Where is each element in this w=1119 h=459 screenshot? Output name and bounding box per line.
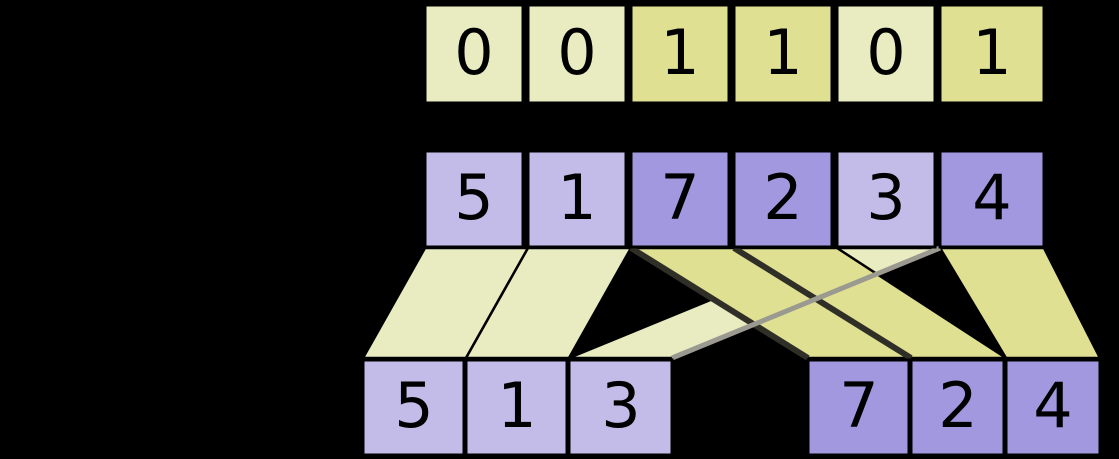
flag-cell-0[interactable]: 0 xyxy=(423,3,525,105)
input-cell-0-box[interactable] xyxy=(423,149,525,249)
input-cell-5-box[interactable] xyxy=(938,149,1046,249)
input-cell-1[interactable]: 1 xyxy=(526,149,628,249)
flag-cell-5-box[interactable] xyxy=(938,3,1046,105)
ribbon-edge-7-upper xyxy=(629,245,810,361)
flag-cell-4-label: 0 xyxy=(866,16,905,89)
input-cell-5[interactable]: 4 xyxy=(938,149,1046,249)
flag-cell-1[interactable]: 0 xyxy=(526,3,628,105)
output-value-row: 5 1 3 7 2 xyxy=(361,358,1102,457)
flag-cell-4[interactable]: 0 xyxy=(835,3,937,105)
output-left-group: 5 1 3 xyxy=(361,358,674,457)
output-cell-1[interactable]: 1 xyxy=(464,358,569,457)
output-cell-5-box[interactable] xyxy=(1004,358,1102,457)
output-cell-2[interactable]: 3 xyxy=(567,358,674,457)
output-cell-4[interactable]: 2 xyxy=(909,358,1006,457)
input-cell-1-box[interactable] xyxy=(526,149,628,249)
output-cell-3-box[interactable] xyxy=(806,358,911,457)
flag-cell-1-box[interactable] xyxy=(526,3,628,105)
input-cell-1-label: 1 xyxy=(557,161,596,234)
output-cell-2-box[interactable] xyxy=(567,358,674,457)
flag-cell-4-box[interactable] xyxy=(835,3,937,105)
output-cell-3[interactable]: 7 xyxy=(806,358,911,457)
input-cell-3[interactable]: 2 xyxy=(732,149,834,249)
output-cell-3-label: 7 xyxy=(839,369,878,442)
output-cell-1-label: 1 xyxy=(497,369,536,442)
output-cell-1-box[interactable] xyxy=(464,358,569,457)
output-cell-0-box[interactable] xyxy=(361,358,466,457)
flag-cell-5[interactable]: 1 xyxy=(938,3,1046,105)
input-value-row: 5 1 7 2 3 4 xyxy=(423,149,1046,249)
flag-cell-3[interactable]: 1 xyxy=(732,3,834,105)
flag-cell-3-box[interactable] xyxy=(732,3,834,105)
input-cell-3-label: 2 xyxy=(763,161,802,234)
input-cell-0-label: 5 xyxy=(454,161,493,234)
input-cell-4-label: 3 xyxy=(866,161,905,234)
flag-cell-5-label: 1 xyxy=(972,16,1011,89)
input-cell-2-label: 7 xyxy=(660,161,699,234)
input-cell-5-label: 4 xyxy=(972,161,1011,234)
flag-cell-2[interactable]: 1 xyxy=(629,3,731,105)
flag-cell-3-label: 1 xyxy=(763,16,802,89)
output-cell-0-label: 5 xyxy=(394,369,433,442)
flag-cell-2-label: 1 xyxy=(660,16,699,89)
output-cell-0[interactable]: 5 xyxy=(361,358,466,457)
flag-cell-0-box[interactable] xyxy=(423,3,525,105)
output-cell-5-label: 4 xyxy=(1033,369,1072,442)
flag-cell-1-label: 0 xyxy=(557,16,596,89)
ribbon-edge-3-lower xyxy=(671,245,941,361)
input-cell-0[interactable]: 5 xyxy=(423,149,525,249)
output-cell-4-label: 2 xyxy=(938,369,977,442)
input-cell-3-box[interactable] xyxy=(732,149,834,249)
flag-cell-2-box[interactable] xyxy=(629,3,731,105)
flag-array-row: 0 0 1 1 0 1 xyxy=(423,3,1046,105)
output-cell-2-label: 3 xyxy=(601,369,640,442)
flag-cell-0-label: 0 xyxy=(454,16,493,89)
output-right-group: 7 2 4 xyxy=(806,358,1102,457)
input-cell-4[interactable]: 3 xyxy=(835,149,937,249)
input-cell-4-box[interactable] xyxy=(835,149,937,249)
input-cell-2-box[interactable] xyxy=(629,149,731,249)
routing-band xyxy=(360,245,1103,361)
input-cell-2[interactable]: 7 xyxy=(629,149,731,249)
output-cell-4-box[interactable] xyxy=(909,358,1006,457)
output-cell-5[interactable]: 4 xyxy=(1004,358,1102,457)
ribbon-edge-2-upper xyxy=(732,245,913,361)
